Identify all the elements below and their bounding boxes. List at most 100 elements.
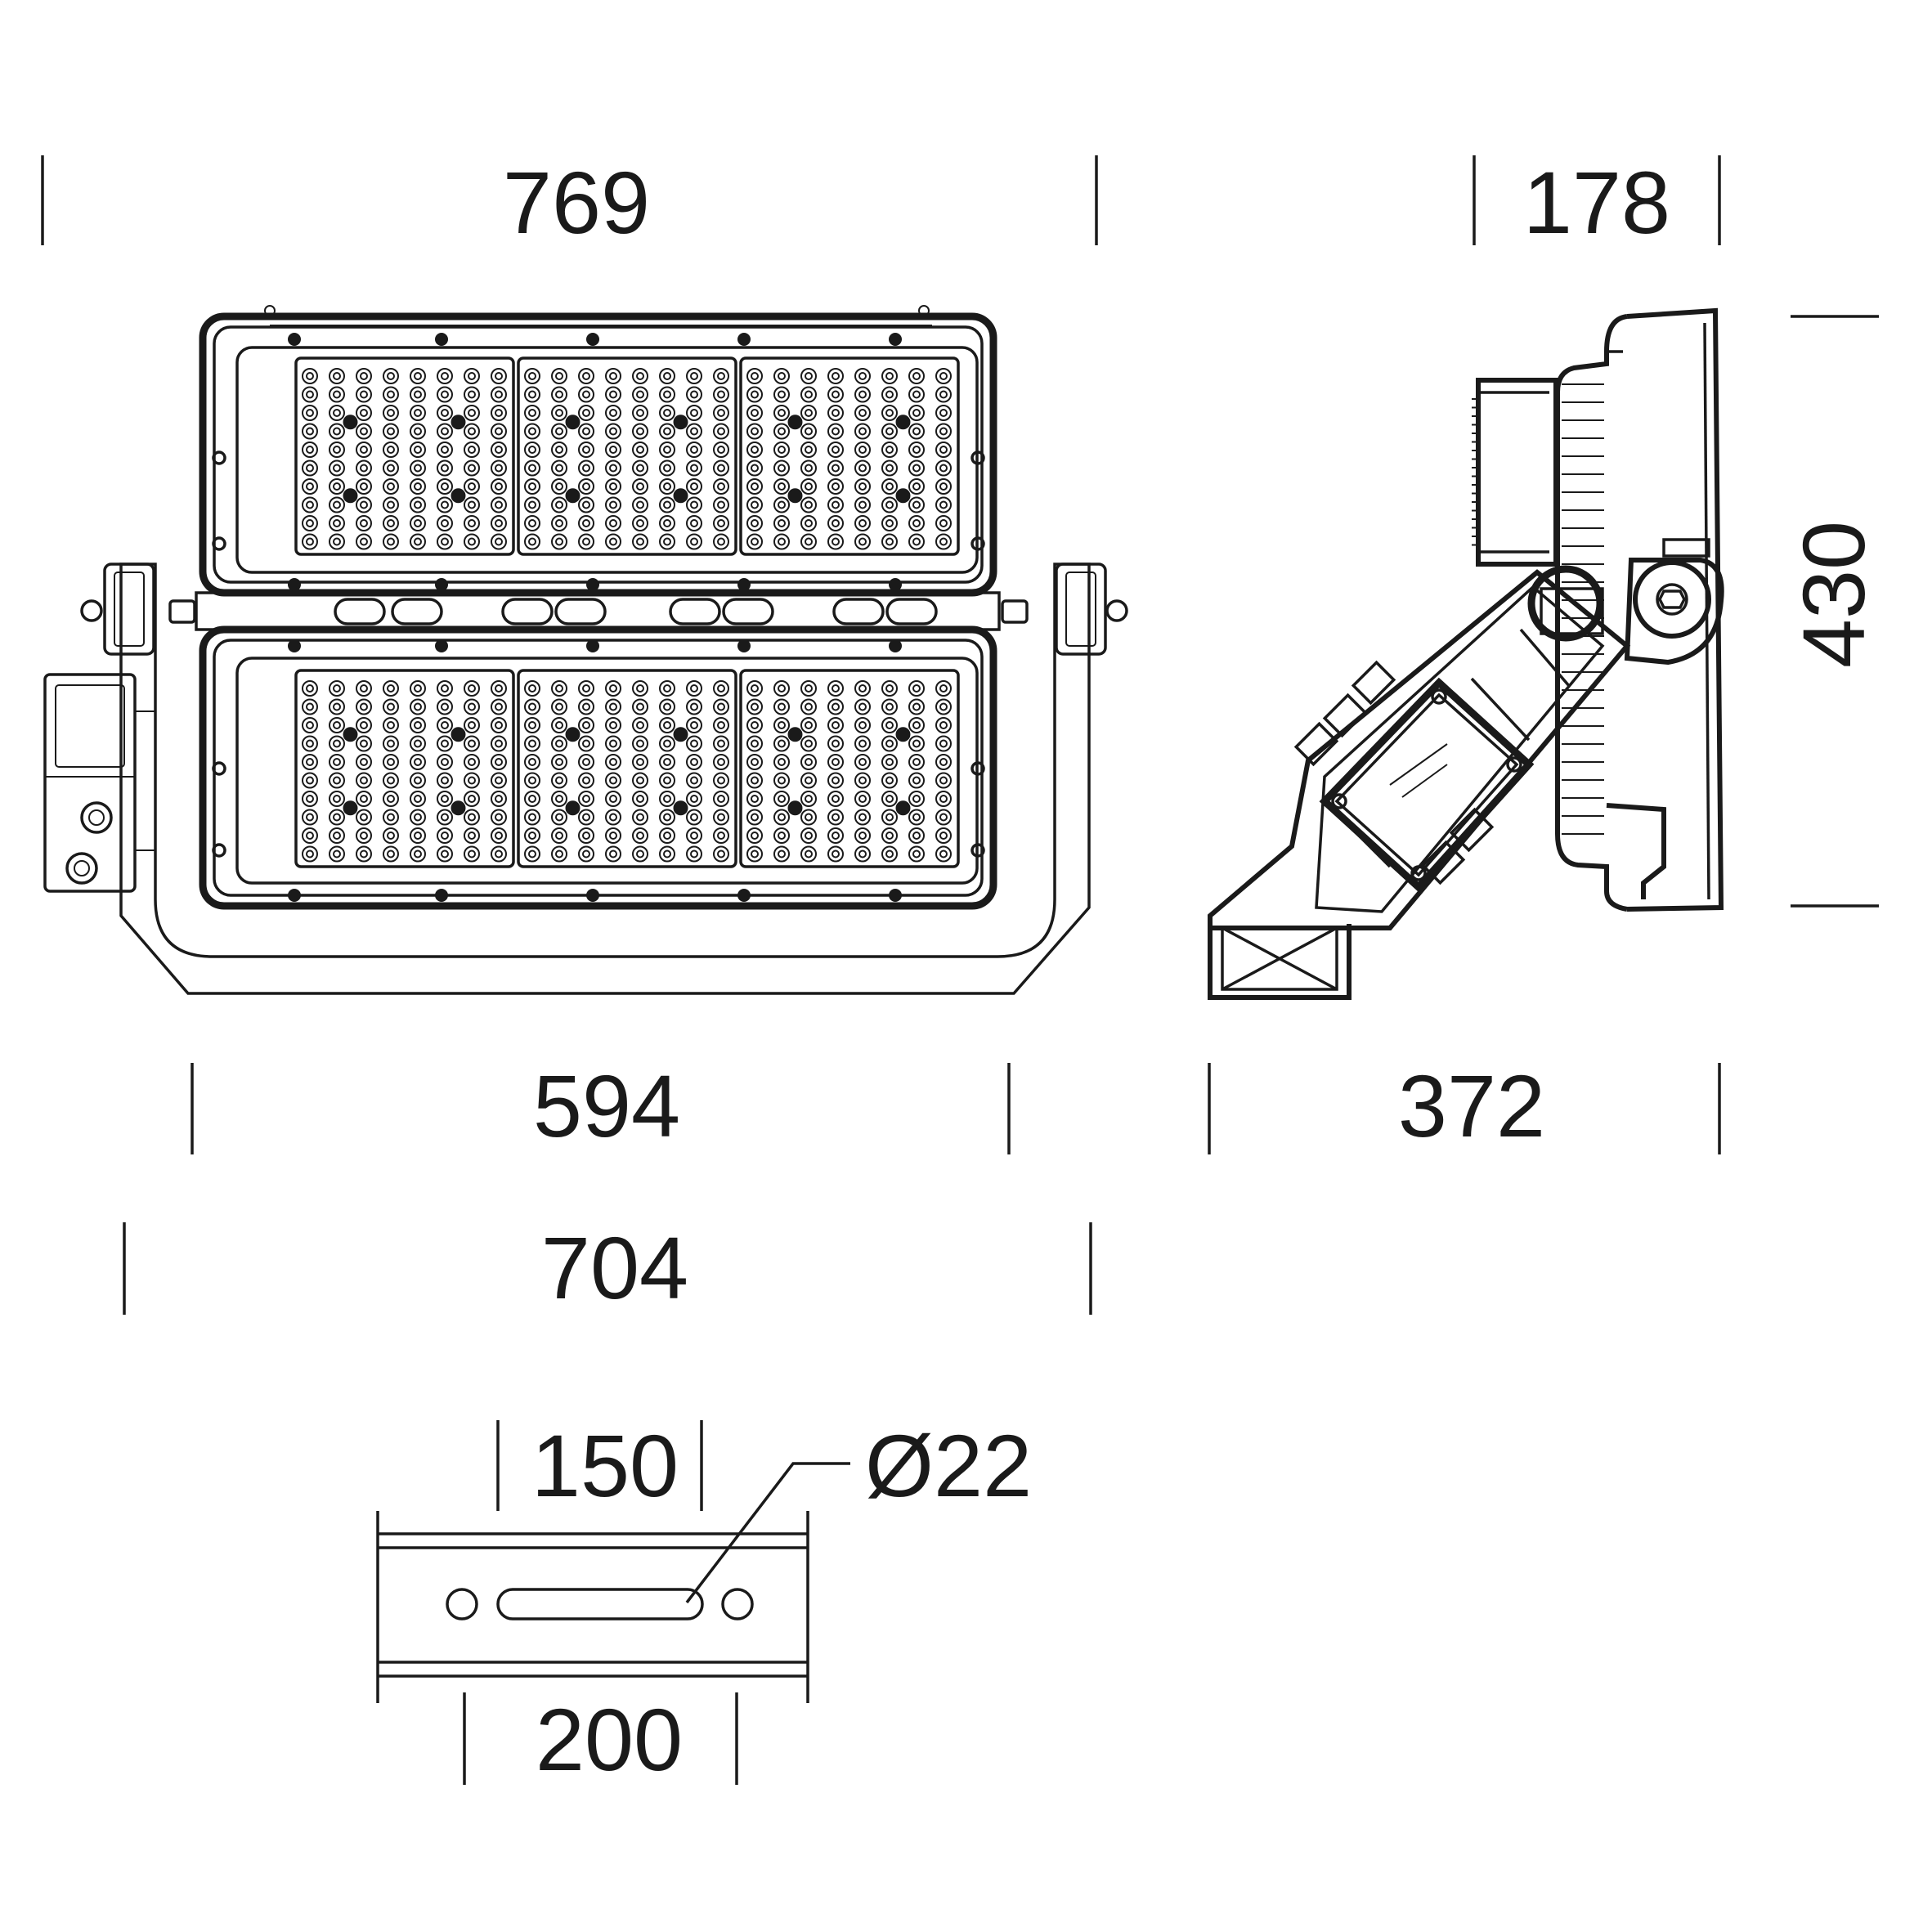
- led: [800, 754, 817, 770]
- led: [935, 496, 952, 513]
- led: [632, 772, 648, 789]
- led: [746, 809, 763, 826]
- led: [410, 809, 426, 826]
- housing-screw: [889, 639, 902, 652]
- led: [827, 459, 844, 477]
- led: [908, 496, 925, 513]
- housing-screw: [288, 889, 301, 902]
- led: [464, 478, 480, 495]
- dimension-594: 594: [191, 1056, 1011, 1155]
- led-module: [739, 356, 960, 556]
- led: [659, 496, 675, 513]
- led: [659, 735, 675, 752]
- led: [329, 459, 345, 477]
- bracket-plate: [376, 1511, 809, 1703]
- connector-slot: [501, 598, 554, 625]
- led: [356, 680, 372, 697]
- led: [524, 442, 540, 458]
- led: [302, 772, 318, 789]
- led: [800, 442, 817, 458]
- led: [659, 809, 675, 826]
- led: [827, 809, 844, 826]
- led: [908, 680, 925, 697]
- led: [491, 680, 507, 697]
- led: [773, 533, 790, 550]
- led: [491, 809, 507, 826]
- led: [881, 405, 898, 421]
- led: [854, 827, 871, 844]
- led: [854, 772, 871, 789]
- led: [551, 698, 567, 715]
- led: [881, 423, 898, 440]
- led: [578, 423, 594, 440]
- screw-dot: [673, 488, 688, 504]
- led: [659, 717, 675, 733]
- led: [800, 478, 817, 495]
- led: [437, 386, 453, 403]
- led: [881, 680, 898, 697]
- led: [464, 772, 480, 789]
- led: [524, 478, 540, 495]
- led: [686, 386, 702, 403]
- led: [854, 442, 871, 458]
- led: [881, 386, 898, 403]
- led: [464, 845, 480, 863]
- led: [659, 533, 675, 550]
- led: [437, 405, 453, 421]
- led: [686, 496, 702, 513]
- led: [773, 442, 790, 458]
- led: [356, 405, 372, 421]
- led: [713, 478, 729, 495]
- led: [632, 405, 648, 421]
- led: [551, 386, 567, 403]
- led: [302, 405, 318, 421]
- led: [437, 717, 453, 733]
- led: [356, 754, 372, 770]
- led: [827, 845, 844, 863]
- side-mount-block: [1208, 924, 1352, 1000]
- led: [713, 735, 729, 752]
- led: [827, 772, 844, 789]
- led: [410, 791, 426, 807]
- connector-slot: [554, 598, 607, 625]
- led: [437, 698, 453, 715]
- led: [302, 478, 318, 495]
- led: [827, 496, 844, 513]
- led: [659, 478, 675, 495]
- led: [329, 423, 345, 440]
- led: [935, 478, 952, 495]
- dimension-diameter-22: Ø22: [685, 1416, 1032, 1604]
- led: [578, 698, 594, 715]
- led: [659, 442, 675, 458]
- led: [746, 791, 763, 807]
- led: [437, 442, 453, 458]
- led: [659, 368, 675, 384]
- screw-dot: [895, 727, 911, 742]
- side-screw: [970, 536, 985, 551]
- led: [464, 386, 480, 403]
- led: [881, 368, 898, 384]
- led: [356, 791, 372, 807]
- led: [935, 423, 952, 440]
- led: [800, 533, 817, 550]
- led: [491, 791, 507, 807]
- led: [908, 423, 925, 440]
- led: [410, 515, 426, 531]
- led: [302, 368, 318, 384]
- led: [713, 827, 729, 844]
- led: [746, 533, 763, 550]
- led: [827, 717, 844, 733]
- led: [854, 496, 871, 513]
- led: [659, 772, 675, 789]
- led: [605, 791, 621, 807]
- led: [437, 423, 453, 440]
- led-module: [517, 669, 737, 868]
- led: [881, 533, 898, 550]
- led: [632, 423, 648, 440]
- screw-dot: [565, 800, 580, 816]
- led: [437, 459, 453, 477]
- screw-dot: [565, 488, 580, 504]
- led: [686, 405, 702, 421]
- led: [800, 515, 817, 531]
- led: [686, 423, 702, 440]
